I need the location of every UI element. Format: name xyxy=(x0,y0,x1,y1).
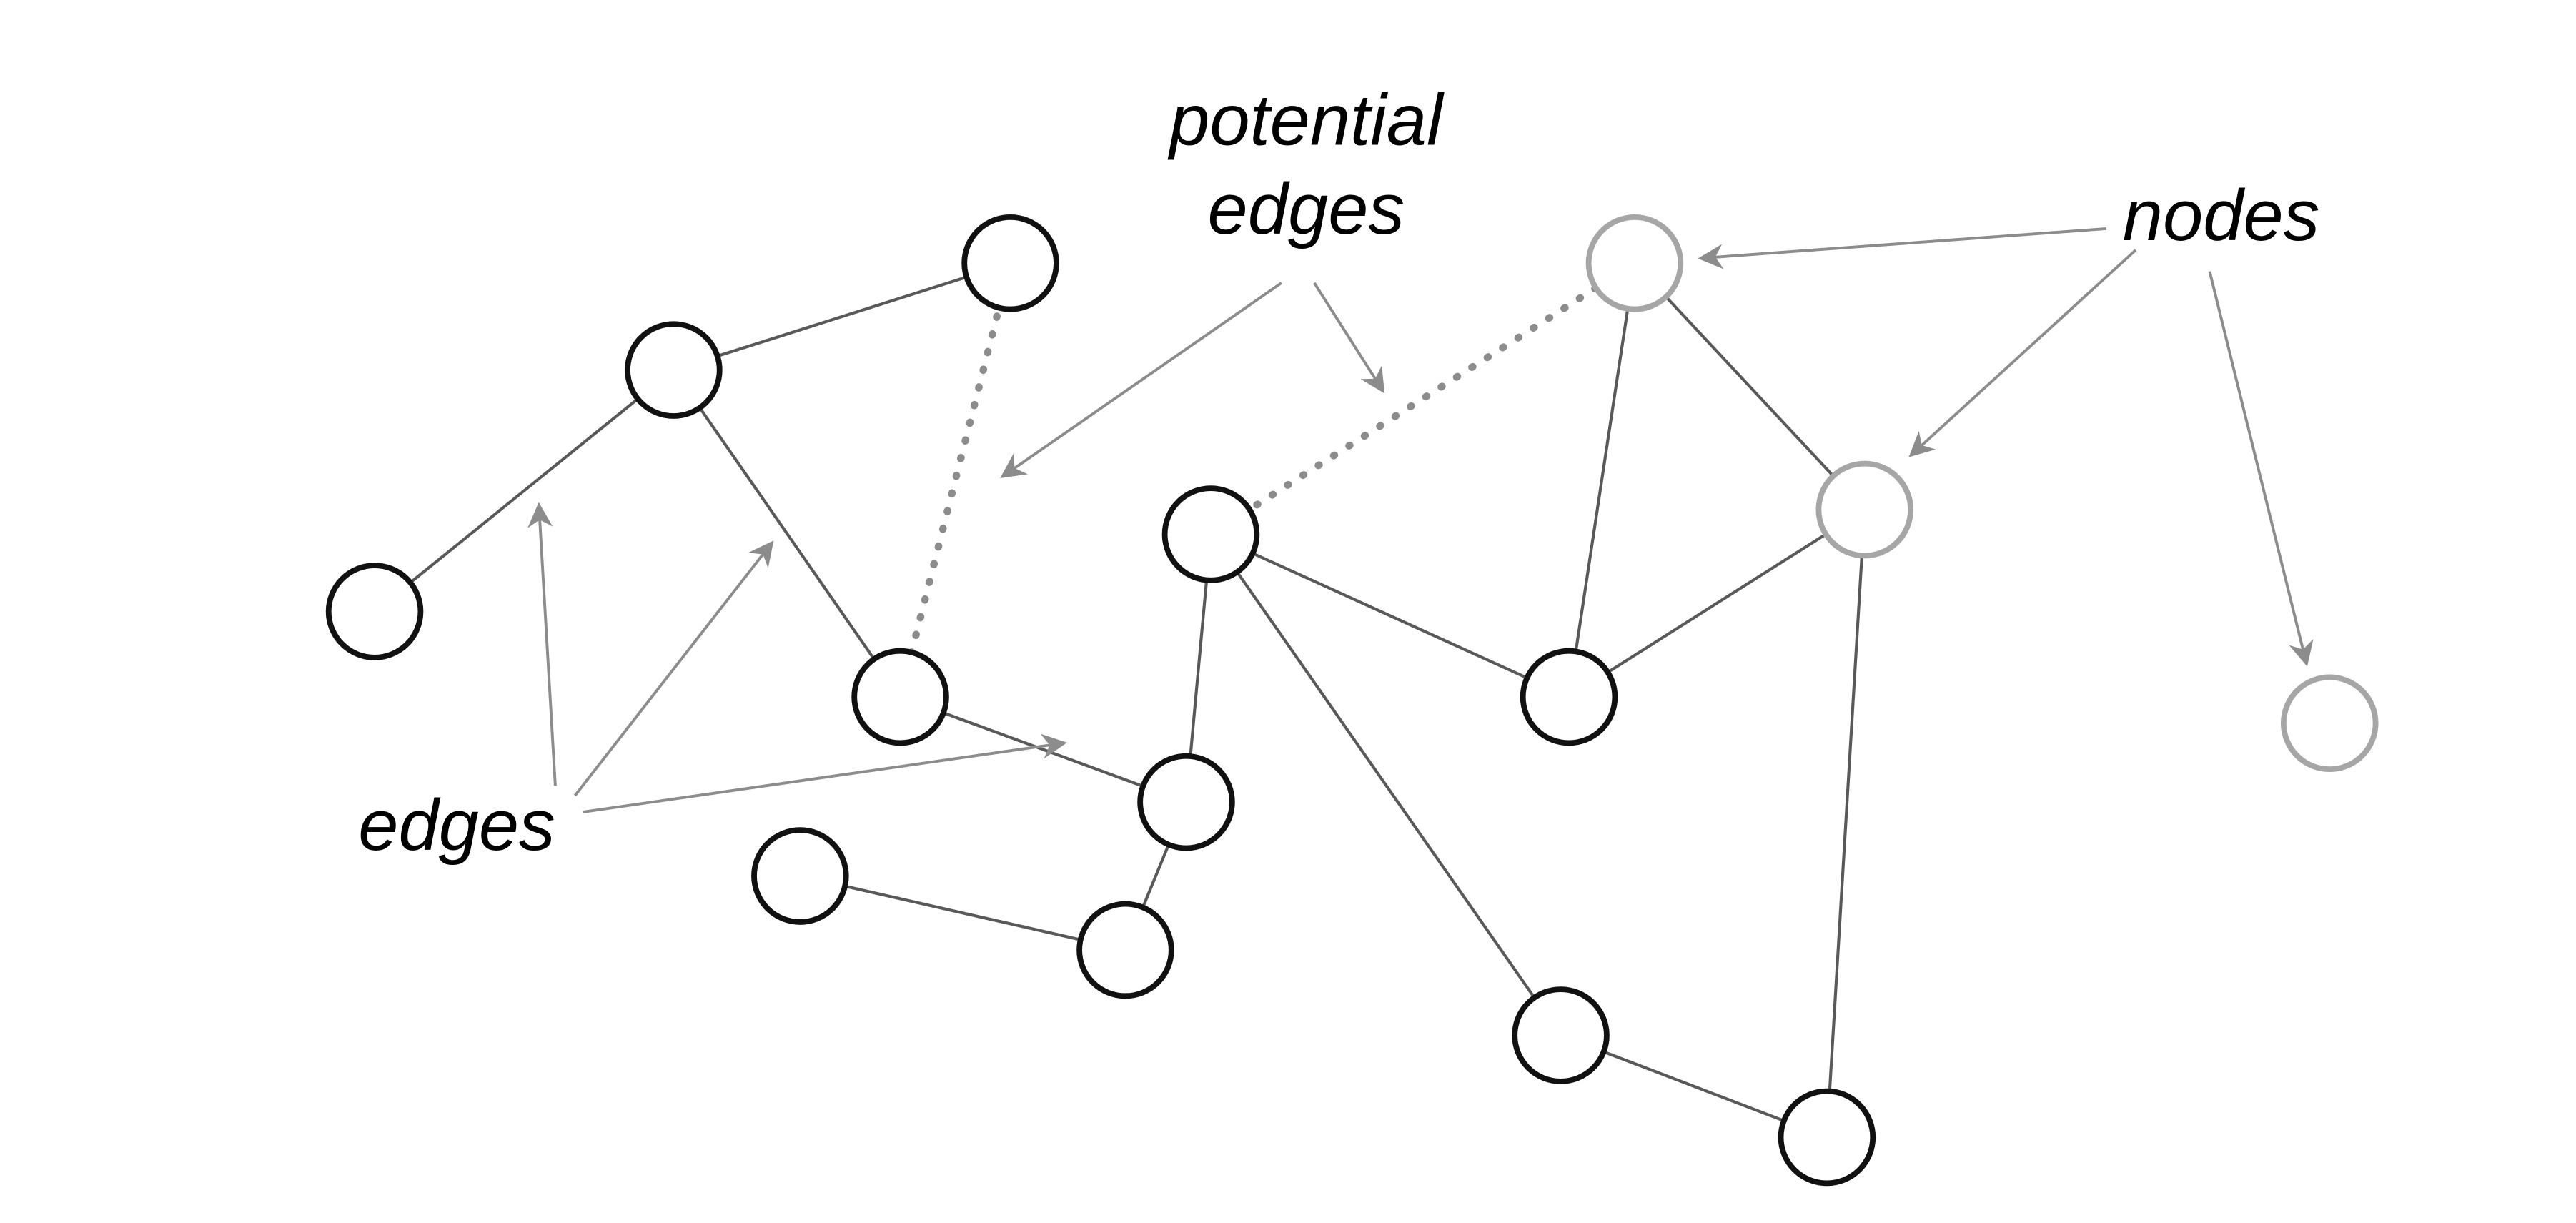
graph-node-n2-dark xyxy=(625,321,723,419)
annotation-arrow-edges-to-middle-edge xyxy=(573,540,774,797)
label-edges: edges xyxy=(358,785,555,866)
graph-node-n7-dark xyxy=(1076,901,1174,999)
graph-edge-n9-n10 xyxy=(1633,262,1866,511)
graph-node-n13-dark xyxy=(1778,1088,1876,1187)
graph-potential-edge-n1-n4 xyxy=(896,259,1014,701)
graph-node-n12-dark xyxy=(1512,986,1610,1084)
graph-node-n9-gray xyxy=(1585,214,1684,312)
graph-node-n6-dark xyxy=(751,827,849,925)
graph-node-n3-dark xyxy=(325,563,424,660)
graph-node-n10-gray xyxy=(1815,460,1914,559)
annotation-arrow-edges-to-left-edge xyxy=(527,502,557,786)
label-nodes: nodes xyxy=(2123,175,2320,256)
graph-edge-n8-n11 xyxy=(1210,533,1570,698)
graph-edge-n11-n9 xyxy=(1567,262,1637,698)
graph-node-n8-dark xyxy=(1161,485,1260,583)
graph-edge-n8-n12 xyxy=(1209,533,1562,1036)
graph-node-n5-dark xyxy=(1137,753,1235,851)
graph-edge-n10-n13 xyxy=(1825,509,1866,1138)
graph-node-n14-gray xyxy=(2280,674,2379,773)
annotation-arrow-edges-to-right-edge xyxy=(583,733,1067,813)
annotation-arrow-nodes-to-right-gray-node xyxy=(2208,271,2314,667)
annotation-arrow-nodes-to-middle-gray-node xyxy=(1908,249,2137,457)
graph-edge-n2-n1 xyxy=(673,262,1011,372)
annotation-arrow-potential-edges-to-left-dotted-edge xyxy=(1000,282,1282,479)
graph-potential-edge-n8-n9 xyxy=(1207,259,1639,538)
graph-edge-n2-n3 xyxy=(373,369,675,613)
annotation-arrow-potential-edges-to-right-dotted-edge xyxy=(1313,282,1385,394)
graph-edge-n6-n7 xyxy=(799,874,1126,952)
graph-node-n4-dark xyxy=(851,648,949,746)
graph-edge-n2-n4 xyxy=(672,369,902,698)
graph-node-n11-dark xyxy=(1520,648,1618,746)
graph-edge-n11-n10 xyxy=(1567,508,1866,698)
annotation-arrow-nodes-to-top-gray-node xyxy=(1698,227,2106,269)
graph-node-n1-dark xyxy=(961,214,1059,312)
